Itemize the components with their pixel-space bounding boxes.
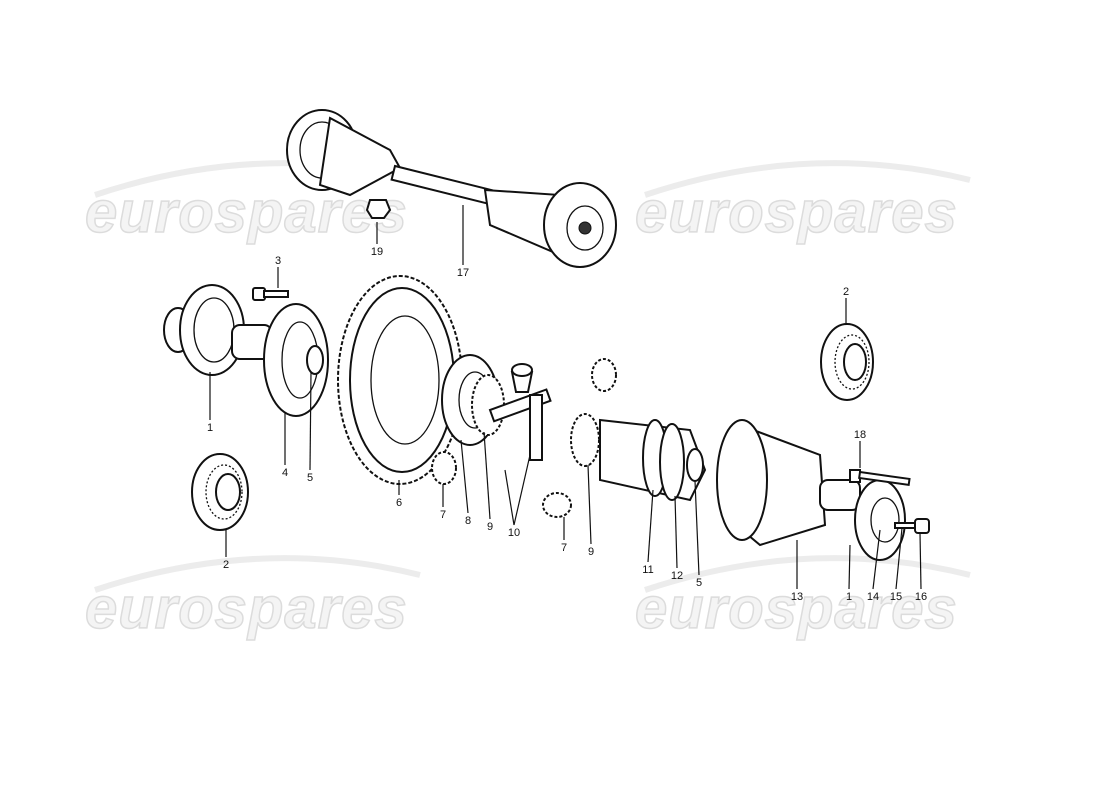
leader-line — [848, 544, 851, 590]
clutch-pack-part[interactable] — [599, 418, 707, 502]
callout-number: 8 — [465, 515, 471, 527]
callout-number: 18 — [854, 429, 866, 441]
callout-number: 11 — [642, 564, 653, 576]
callout-7: 7 — [440, 484, 446, 521]
callout-14: 14 — [867, 529, 881, 603]
bolt-part[interactable] — [252, 287, 289, 301]
callout-9: 9 — [587, 464, 594, 558]
callout-number: 16 — [915, 591, 927, 603]
callout-number: 17 — [457, 267, 469, 279]
callout-number: 2 — [223, 559, 229, 571]
callout-6: 6 — [396, 480, 402, 509]
flange-shaft-part[interactable] — [819, 479, 906, 561]
callout-15: 15 — [890, 527, 903, 603]
leader-line — [647, 489, 654, 563]
watermarks: eurospares eurospares eurospares eurospa… — [84, 160, 971, 642]
callout-8: 8 — [460, 439, 471, 527]
leader-line — [872, 529, 881, 590]
callout-19: 19 — [371, 222, 383, 258]
callout-1: 1 — [846, 544, 852, 603]
callout-3: 3 — [275, 255, 281, 288]
leader-line — [513, 454, 531, 526]
callout-number: 9 — [588, 546, 594, 558]
callout-number: 4 — [282, 467, 288, 479]
callout-number: 12 — [671, 570, 683, 582]
watermark-text: eurospares — [635, 576, 958, 641]
stud-part[interactable] — [894, 518, 930, 534]
callout-2: 2 — [223, 530, 229, 571]
planet-gear-part[interactable] — [542, 492, 572, 518]
bolt-part[interactable] — [849, 469, 911, 487]
planet-gear-part[interactable] — [431, 451, 457, 485]
flange-plate-part[interactable] — [263, 303, 329, 417]
leader-line — [504, 469, 515, 526]
callout-number: 7 — [561, 542, 567, 554]
callout-number: 6 — [396, 497, 402, 509]
callout-17: 17 — [457, 205, 469, 279]
callout-number: 10 — [508, 527, 520, 539]
callout-number: 7 — [440, 509, 446, 521]
planet-gear-part[interactable] — [591, 358, 617, 392]
callout-number: 19 — [371, 246, 383, 258]
nut-part[interactable] — [365, 199, 392, 219]
watermark-text: eurospares — [635, 180, 958, 245]
callout-1: 1 — [207, 372, 213, 434]
callout-number: 9 — [487, 521, 493, 533]
cross-shaft-part[interactable] — [488, 363, 552, 461]
leader-line — [919, 532, 922, 590]
callout-number: 1 — [846, 591, 852, 603]
callout-12: 12 — [671, 495, 683, 582]
callout-number: 1 — [207, 422, 213, 434]
callout-number: 15 — [890, 591, 902, 603]
side-gear-part[interactable] — [471, 374, 505, 436]
seal-ring-part[interactable] — [306, 345, 324, 375]
flange-shaft-part[interactable] — [163, 284, 273, 376]
callout-9: 9 — [483, 431, 493, 533]
seal-ring-part[interactable] — [686, 448, 704, 482]
drive-shaft-part[interactable] — [286, 109, 617, 268]
callout-7: 7 — [561, 517, 567, 554]
callout-16: 16 — [915, 532, 927, 603]
bearing-part[interactable] — [820, 323, 874, 401]
differential-housing-part[interactable] — [716, 419, 827, 547]
crown-gear-part[interactable] — [337, 275, 463, 485]
callout-4: 4 — [282, 412, 288, 479]
watermark-text: eurospares — [85, 576, 408, 641]
leader-line — [483, 431, 491, 520]
callout-number: 2 — [843, 286, 849, 298]
callout-10: 10 — [504, 454, 531, 539]
callout-5: 5 — [694, 480, 702, 589]
callout-18: 18 — [854, 429, 866, 468]
callout-5: 5 — [307, 371, 313, 484]
callout-2: 2 — [843, 286, 849, 324]
bearing-part[interactable] — [191, 453, 249, 531]
side-gear-part[interactable] — [570, 413, 600, 467]
leader-line — [587, 464, 592, 545]
callout-number: 3 — [275, 255, 281, 267]
callout-11: 11 — [642, 489, 654, 576]
callout-number: 13 — [791, 591, 803, 603]
callout-13: 13 — [791, 540, 803, 603]
callout-number: 5 — [307, 472, 313, 484]
leader-line — [694, 480, 700, 576]
leader-line — [674, 495, 678, 569]
leader-line — [460, 439, 469, 514]
callout-number: 14 — [867, 591, 879, 603]
leader-line — [309, 371, 312, 471]
leader-line — [895, 527, 903, 590]
callout-number: 5 — [696, 577, 702, 589]
